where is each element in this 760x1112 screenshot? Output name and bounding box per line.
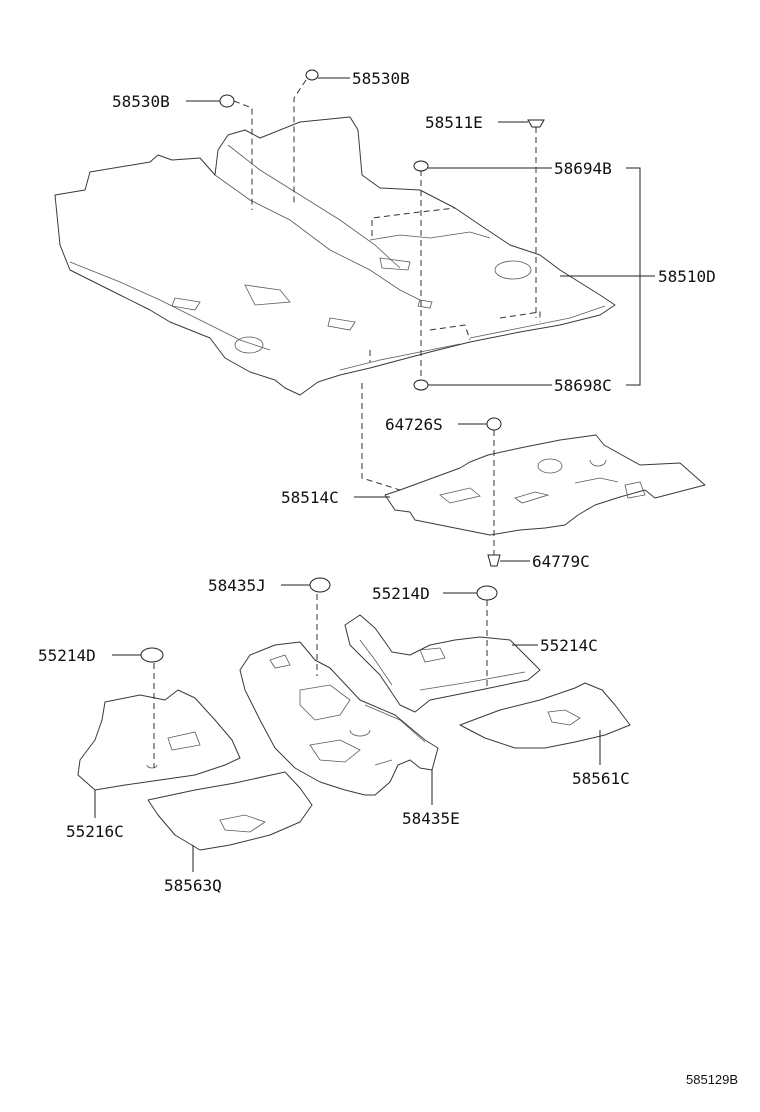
label-58435j: 58435J <box>208 576 266 595</box>
label-58694b: 58694B <box>554 159 612 178</box>
mat-55216c <box>77 689 241 791</box>
label-58435e: 58435E <box>402 809 460 828</box>
floor-mat-58514c <box>384 434 706 536</box>
clip-58511e-icon <box>527 119 545 128</box>
assembly-lines <box>153 79 537 768</box>
label-64779c: 64779C <box>532 552 590 571</box>
label-58530b-left: 58530B <box>112 92 170 111</box>
label-58514c: 58514C <box>281 488 339 507</box>
mat-58561c <box>459 682 631 749</box>
label-55216c: 55216C <box>66 822 124 841</box>
clip-58435j-icon <box>309 577 331 593</box>
clip-58694b-icon <box>413 160 429 172</box>
label-58510d: 58510D <box>658 267 716 286</box>
clips <box>140 69 545 663</box>
mat-58563q <box>147 771 313 851</box>
label-58698c: 58698C <box>554 376 612 395</box>
clip-64726s-icon <box>486 417 502 431</box>
console-trim-58435e <box>239 641 439 796</box>
clip-58698c-icon <box>413 379 429 391</box>
label-64726s: 64726S <box>385 415 443 434</box>
label-55214c: 55214C <box>540 636 598 655</box>
clip-58530b-left-icon <box>219 94 235 108</box>
clip-64779c-icon <box>487 554 501 567</box>
label-58530b-top: 58530B <box>352 69 410 88</box>
trim-55214c <box>344 614 541 713</box>
clip-58530b-top-icon <box>305 69 319 81</box>
floor-carpet-58510d <box>54 116 616 396</box>
clip-55214d-left-icon <box>140 647 164 663</box>
label-55214d-mid: 55214D <box>372 584 430 603</box>
label-58563q: 58563Q <box>164 876 222 895</box>
label-58511e: 58511E <box>425 113 483 132</box>
label-55214d-left: 55214D <box>38 646 96 665</box>
label-58561c: 58561C <box>572 769 630 788</box>
leader-lines <box>94 77 655 872</box>
part-labels: 58530B 58530B 58511E 58694B 58510D 58698… <box>38 69 716 895</box>
clip-55214d-mid-icon <box>476 585 498 601</box>
figure-code: 585129B <box>686 1072 738 1087</box>
